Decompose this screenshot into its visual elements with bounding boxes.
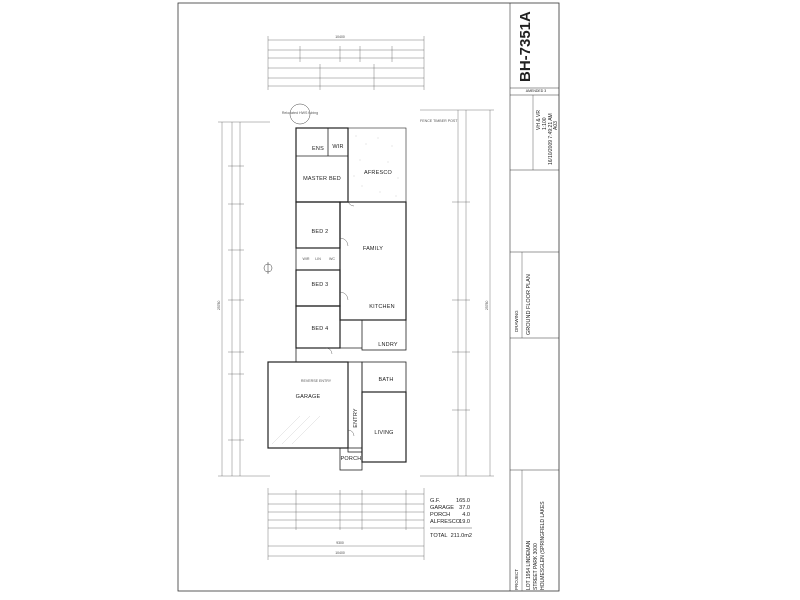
area-porch-label: PORCH [430,512,450,518]
top-dimensions [267,36,425,90]
room-entry: ENTRY [353,408,359,428]
project-line-1: LOT 1954 LINDEMAN [526,540,532,590]
drawing-label: DRAWING [514,310,519,332]
left-dimensions [218,121,270,477]
room-bed-3: BED 3 [312,282,329,288]
project-line-3: HOLMESGLEN (SPRINGFIELD LAKES [540,501,546,590]
room-family: FAMILY [363,246,383,252]
garage-hatch [271,415,321,445]
room-robe-lin: LIN [315,257,321,261]
area-gf-label: G.F. [430,498,441,504]
project-label: PROJECT [514,569,519,590]
north-arrow-icon [263,262,273,274]
project-line-2: STREET PARK 3000 [533,543,539,590]
area-garage-label: GARAGE [430,505,454,511]
dim-total-left: 25780 [217,300,221,310]
room-wc: WC [329,257,335,261]
area-schedule: G.F. 165.0 GARAGE 37.0 PORCH 4.0 ALFRESC… [430,498,472,539]
area-gf-value: 165.0 [456,498,470,504]
room-ens: ENS [312,146,324,152]
room-porch: PORCH [341,456,362,462]
room-living: LIVING [374,430,393,436]
scale-line-2: 1:100 [542,117,548,130]
area-garage-value: 37.0 [459,505,470,511]
room-bed-2: BED 2 [312,229,329,235]
drawing-title: GROUND FLOOR PLAN [526,274,532,335]
door-swings [325,199,355,437]
area-alfresco-value: 19.0 [459,519,470,525]
scale-line-1: VH & VR [536,110,542,130]
hws-symbol [289,103,311,125]
hws-note: Relocated HWS tubing [282,111,318,115]
sheet-border [177,2,560,592]
fence-note: FENCE TIMBER POST [420,119,458,123]
sheet-size: A03 [553,121,559,130]
revision-label: AMENDED 3 [526,89,546,93]
dim-bottom-sub: 9300 [336,541,344,545]
date-line: 16/10/2009 7:49:21 AM [548,113,554,165]
dim-right-total: 25780 [485,300,489,310]
alfresco-hatch [353,135,399,197]
room-garage: GARAGE [296,394,321,400]
room-alfresco: AFRESCO [364,170,393,176]
room-wir: WIR [332,144,343,150]
ldry-reverse-note: REVERSE ENTRY [301,379,332,383]
room-robe-wir: WIR [303,257,310,261]
area-porch-value: 4.0 [462,512,470,518]
room-master-bed: MASTER BED [303,176,341,182]
room-lndry: LNDRY [378,342,398,348]
dim-total-bottom: 10400 [335,551,345,555]
room-bed-4: BED 4 [312,326,329,332]
area-total-value: 211.0m2 [451,533,472,539]
floor-plan [267,127,407,471]
room-bath: BATH [378,377,393,383]
right-dimensions [420,109,494,477]
title-block: BH-7351A AMENDED 3 VH & VR 1:100 16/10/2… [509,3,559,591]
drawing-number: BH-7351A [517,11,534,82]
room-kitchen: KITCHEN [369,304,395,310]
area-total-label: TOTAL [430,533,448,539]
dim-total-top: 10400 [335,35,345,39]
area-alfresco-label: ALFRESCO [430,519,461,525]
bottom-dimensions [267,488,425,560]
